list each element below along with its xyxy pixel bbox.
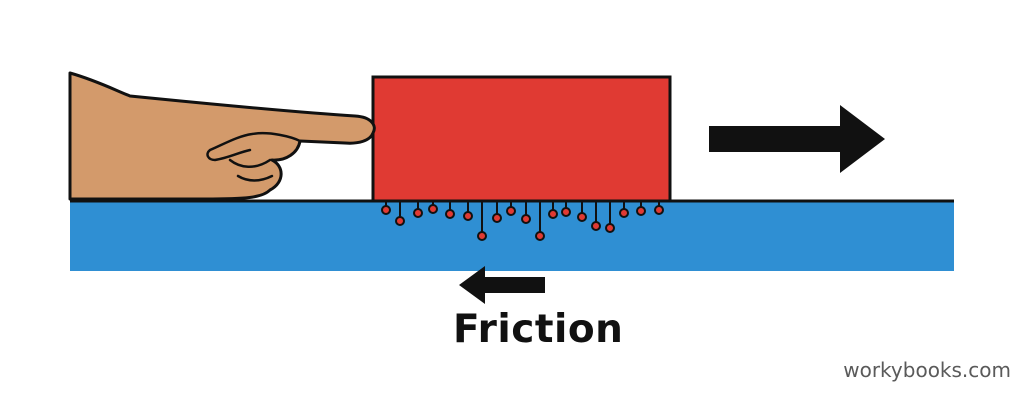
- roughness-bump: [561, 207, 571, 217]
- roughness-bump: [654, 205, 664, 215]
- friction-label: Friction: [453, 307, 624, 352]
- roughness-bump: [591, 221, 601, 231]
- roughness-bump: [506, 206, 516, 216]
- arrow-left-icon: [459, 266, 545, 304]
- arrow-right-icon: [709, 105, 885, 173]
- roughness-bump: [548, 209, 558, 219]
- watermark: workybooks.com: [843, 358, 1011, 382]
- roughness-bump: [395, 216, 405, 226]
- roughness-bump: [463, 211, 473, 221]
- pointing-hand-icon: [68, 71, 376, 201]
- roughness-bump: [381, 205, 391, 215]
- roughness-bump: [636, 206, 646, 216]
- roughness-bump: [428, 204, 438, 214]
- roughness-bump: [521, 214, 531, 224]
- surface-roughness: [381, 201, 664, 241]
- roughness-bump: [619, 208, 629, 218]
- roughness-bump: [535, 231, 545, 241]
- roughness-bump: [477, 231, 487, 241]
- roughness-bump: [445, 209, 455, 219]
- roughness-bump: [492, 213, 502, 223]
- roughness-bump: [413, 208, 423, 218]
- red-block: [371, 75, 672, 203]
- roughness-bump: [577, 212, 587, 222]
- roughness-bump: [605, 223, 615, 233]
